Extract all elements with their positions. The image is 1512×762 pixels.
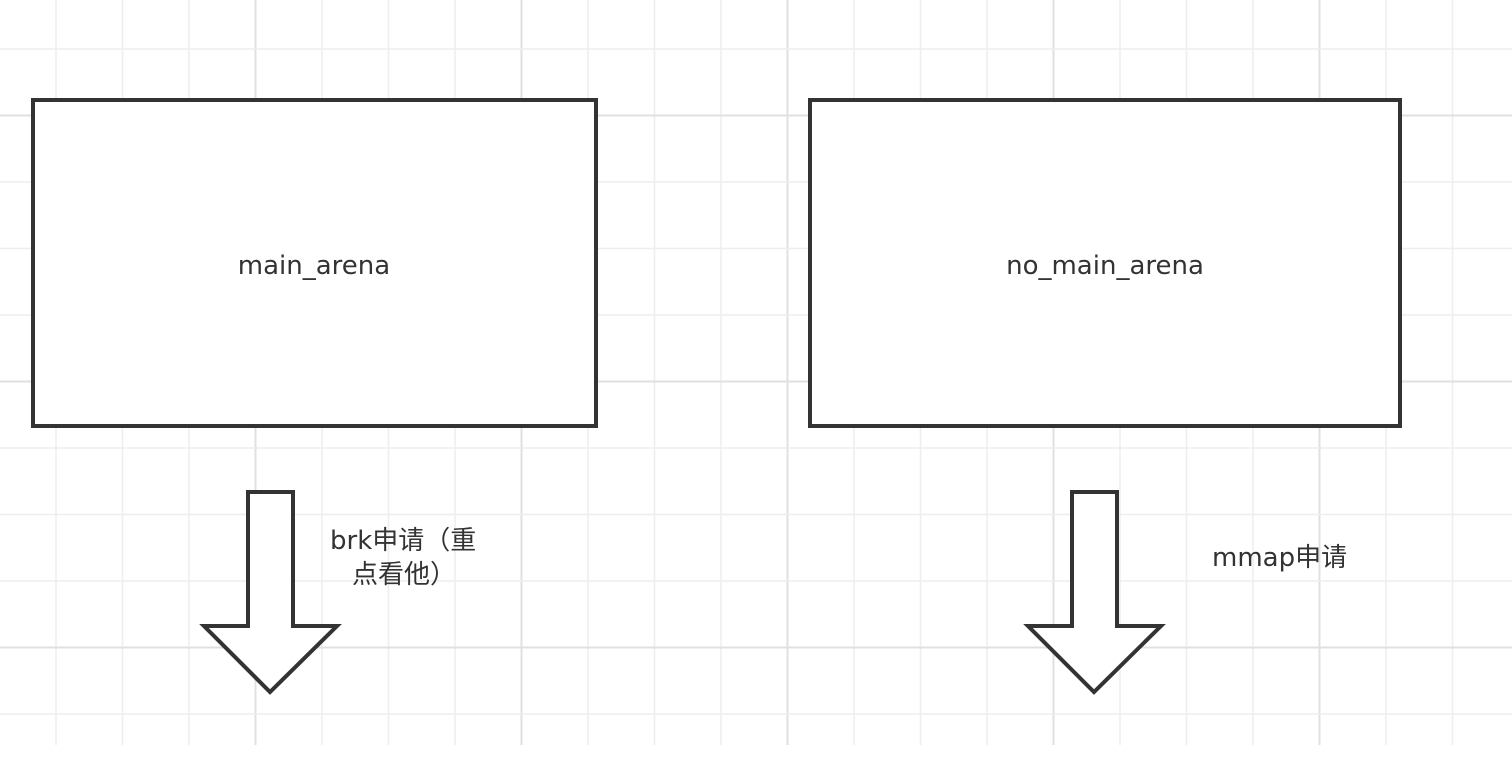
brk-label-line2: 点看他） — [352, 560, 456, 590]
no-main-arena-box[interactable] — [808, 98, 1402, 428]
no-main-arena-label: no_main_arena — [1006, 251, 1204, 281]
mmap-down-arrow[interactable] — [1023, 490, 1166, 695]
main-arena-label: main_arena — [238, 251, 390, 281]
brk-label-line1: brk申请（重 — [330, 526, 476, 556]
brk-down-arrow[interactable] — [199, 490, 342, 695]
main-arena-box[interactable] — [31, 98, 598, 428]
mmap-label: mmap申请 — [1212, 543, 1347, 573]
